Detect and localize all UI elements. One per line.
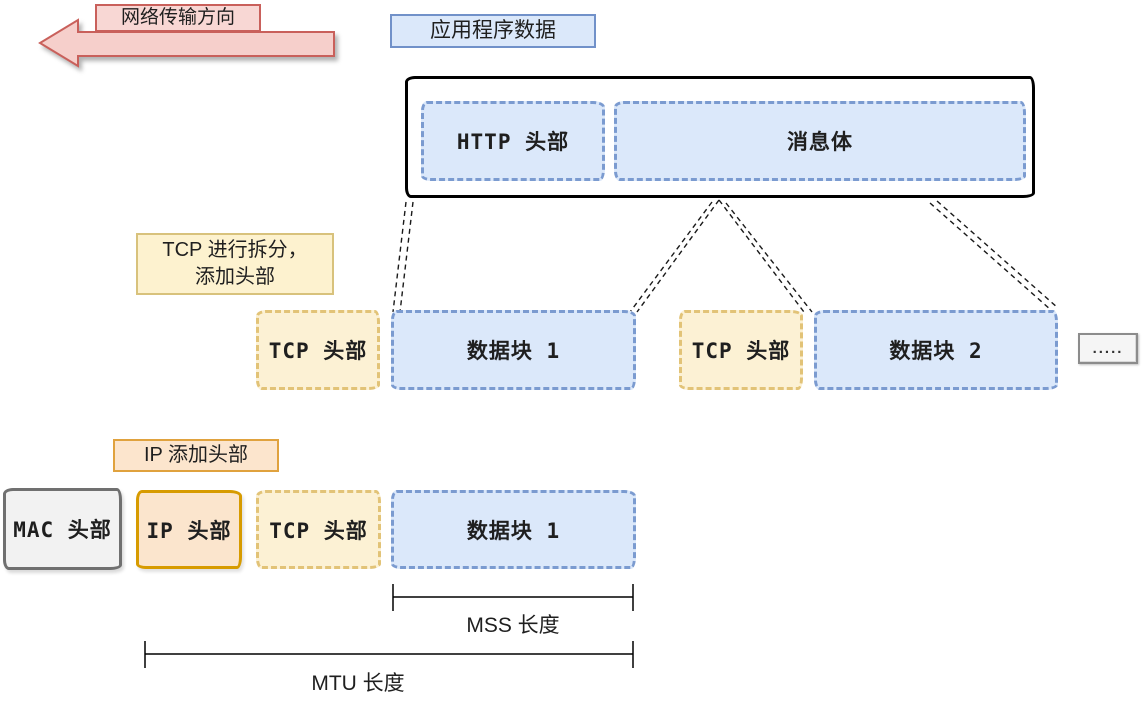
tcp-header-box-3: TCP 头部 bbox=[256, 490, 381, 569]
message-body-box: 消息体 bbox=[614, 101, 1026, 181]
data-block-2-box: 数据块 2 bbox=[814, 310, 1058, 390]
tcp-split-note-line2: 添加头部 bbox=[194, 266, 275, 288]
mtu-measure-line bbox=[144, 641, 634, 668]
tcp-header-box-1: TCP 头部 bbox=[256, 310, 380, 390]
app-data-box: HTTP 头部 消息体 bbox=[405, 76, 1035, 198]
mtu-length-label: MTU 长度 bbox=[278, 670, 438, 698]
left-arrow-icon bbox=[38, 18, 335, 68]
tcp-header-label-2: TCP 头部 bbox=[691, 339, 791, 363]
data-block-3-label: 数据块 1 bbox=[466, 518, 561, 543]
mss-length-text: MSS 长度 bbox=[466, 613, 560, 637]
message-body-label: 消息体 bbox=[787, 130, 853, 154]
data-block-1-box: 数据块 1 bbox=[391, 310, 636, 390]
tcp-header-box-2: TCP 头部 bbox=[679, 310, 803, 390]
data-block-3-box: 数据块 1 bbox=[391, 490, 636, 569]
direction-label: 网络传输方向 bbox=[95, 4, 261, 32]
more-segments-dots: ..... bbox=[1092, 340, 1124, 357]
data-block-1-label: 数据块 1 bbox=[466, 339, 561, 363]
ip-header-box: IP 头部 bbox=[136, 490, 242, 569]
tcp-header-label-1: TCP 头部 bbox=[268, 339, 368, 363]
mss-length-label: MSS 长度 bbox=[433, 612, 593, 640]
direction-label-text: 网络传输方向 bbox=[120, 7, 235, 29]
tcp-split-note: TCP 进行拆分， 添加头部 bbox=[136, 233, 334, 295]
data-block-2-label: 数据块 2 bbox=[889, 339, 983, 363]
mss-measure-line bbox=[392, 584, 634, 611]
ip-add-header-note-text: IP 添加头部 bbox=[143, 444, 249, 466]
ip-header-label: IP 头部 bbox=[146, 518, 232, 543]
split-connector-lines bbox=[392, 199, 1059, 313]
mac-header-box: MAC 头部 bbox=[3, 488, 122, 570]
http-header-label: HTTP 头部 bbox=[456, 130, 570, 154]
mac-header-label: MAC 头部 bbox=[13, 518, 112, 542]
http-header-box: HTTP 头部 bbox=[421, 101, 605, 181]
more-segments-box: ..... bbox=[1078, 333, 1138, 364]
tcp-header-label-3: TCP 头部 bbox=[269, 518, 368, 543]
app-data-label-text: 应用程序数据 bbox=[430, 18, 556, 42]
app-data-label: 应用程序数据 bbox=[390, 14, 596, 48]
mtu-length-text: MTU 长度 bbox=[311, 671, 405, 695]
tcp-split-note-line1: TCP 进行拆分， bbox=[162, 239, 308, 261]
ip-add-header-note: IP 添加头部 bbox=[113, 439, 279, 472]
